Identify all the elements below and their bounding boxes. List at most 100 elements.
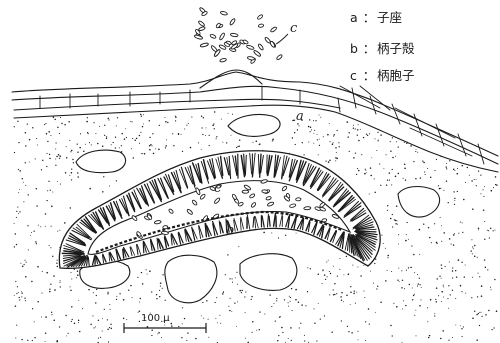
stipple-dot — [25, 132, 27, 134]
stipple-dot — [453, 244, 454, 245]
stipple-dot — [77, 143, 78, 144]
spore — [220, 11, 228, 16]
spore — [246, 45, 254, 50]
stipple-dot — [110, 309, 111, 310]
stipple-dot — [70, 272, 71, 273]
stipple-dot — [390, 141, 391, 142]
stipple-dot — [18, 213, 19, 214]
stipple-dot — [348, 273, 350, 275]
stipple-dot — [85, 144, 86, 145]
stipple-dot — [402, 280, 403, 281]
stipple-dot — [419, 278, 420, 279]
stipple-dot — [427, 168, 428, 169]
spore — [229, 18, 236, 26]
stipple-dot — [460, 325, 461, 326]
stipple-dot — [90, 324, 91, 325]
stipple-dot — [236, 326, 237, 327]
spore — [258, 24, 264, 28]
stipple-dot — [34, 321, 35, 322]
stipple-dot — [319, 139, 320, 140]
stipple-dot — [368, 308, 370, 310]
stipple-dot — [330, 273, 331, 274]
stipple-dot — [335, 147, 336, 148]
stipple-dot — [116, 296, 117, 297]
cavity-left — [76, 150, 126, 173]
stipple-dot — [70, 290, 71, 291]
stipple-dot — [478, 229, 479, 230]
stipple-dot — [339, 146, 340, 147]
stipple-dot — [107, 319, 108, 320]
stipple-dot — [107, 292, 108, 293]
stipple-dot — [215, 318, 216, 319]
stipple-dot — [77, 172, 78, 173]
stipple-dot — [491, 190, 493, 192]
stipple-dot — [381, 235, 382, 236]
stipple-dot — [132, 297, 133, 298]
legend-key: c — [350, 70, 361, 83]
stipple-dot — [348, 132, 349, 133]
stipple-dot — [19, 170, 21, 172]
stipple-dot — [121, 133, 123, 135]
stipple-dot — [152, 133, 153, 134]
spore — [210, 45, 217, 53]
stipple-dot — [363, 290, 364, 291]
stipple-dot — [46, 166, 47, 167]
stipple-dot — [71, 168, 72, 169]
stipple-dot — [371, 157, 372, 158]
stipple-dot — [355, 153, 356, 154]
stipple-dot — [415, 310, 416, 311]
palisade-hypha — [143, 242, 144, 253]
stipple-dot — [392, 169, 393, 170]
stipple-dot — [333, 142, 334, 143]
stipple-dot — [441, 301, 442, 302]
stipple-dot — [70, 207, 71, 208]
stipple-dot — [491, 329, 492, 330]
stipple-dot — [379, 163, 380, 164]
stipple-dot — [231, 311, 232, 312]
stipple-dot — [184, 129, 185, 130]
stipple-dot — [383, 168, 384, 169]
stipple-dot — [484, 221, 485, 222]
stipple-dot — [472, 208, 474, 210]
stipple-dot — [357, 267, 358, 268]
stipple-dot — [416, 335, 417, 336]
cavity-bottom-mid — [165, 255, 217, 303]
stipple-dot — [234, 303, 235, 304]
stipple-dot — [93, 292, 94, 293]
stipple-dot — [358, 170, 359, 171]
stipple-dot — [190, 147, 192, 149]
stipple-dot — [107, 293, 108, 294]
stipple-dot — [449, 160, 450, 161]
stipple-dot — [493, 327, 494, 328]
stipple-dot — [23, 201, 24, 202]
stipple-dot — [34, 337, 35, 338]
stipple-dot — [146, 269, 147, 270]
stipple-dot — [244, 296, 245, 297]
stipple-dot — [87, 117, 88, 118]
stipple-dot — [292, 120, 293, 121]
stipple-dot — [412, 299, 413, 300]
stipple-dot — [318, 154, 319, 155]
stipple-dot — [271, 306, 272, 307]
stipple-dot — [449, 261, 450, 262]
stipple-dot — [439, 188, 441, 190]
stipple-dot — [108, 119, 109, 120]
stipple-dot — [495, 176, 497, 178]
stipple-dot — [272, 139, 273, 140]
stipple-dot — [25, 185, 26, 186]
stipple-dot — [318, 303, 319, 304]
stipple-dot — [29, 162, 30, 163]
stipple-dot — [290, 301, 291, 302]
stipple-dot — [430, 177, 431, 178]
stipple-dot — [216, 136, 217, 137]
stipple-dot — [58, 154, 60, 156]
stipple-dot — [346, 295, 347, 296]
spore — [258, 43, 264, 50]
stipple-dot — [264, 313, 265, 314]
stipple-dot — [380, 185, 381, 186]
stipple-dot — [208, 337, 209, 338]
stipple-dot — [14, 126, 15, 127]
stipple-dot — [406, 222, 407, 223]
stipple-dot — [66, 146, 67, 147]
stipple-dot — [327, 276, 328, 277]
